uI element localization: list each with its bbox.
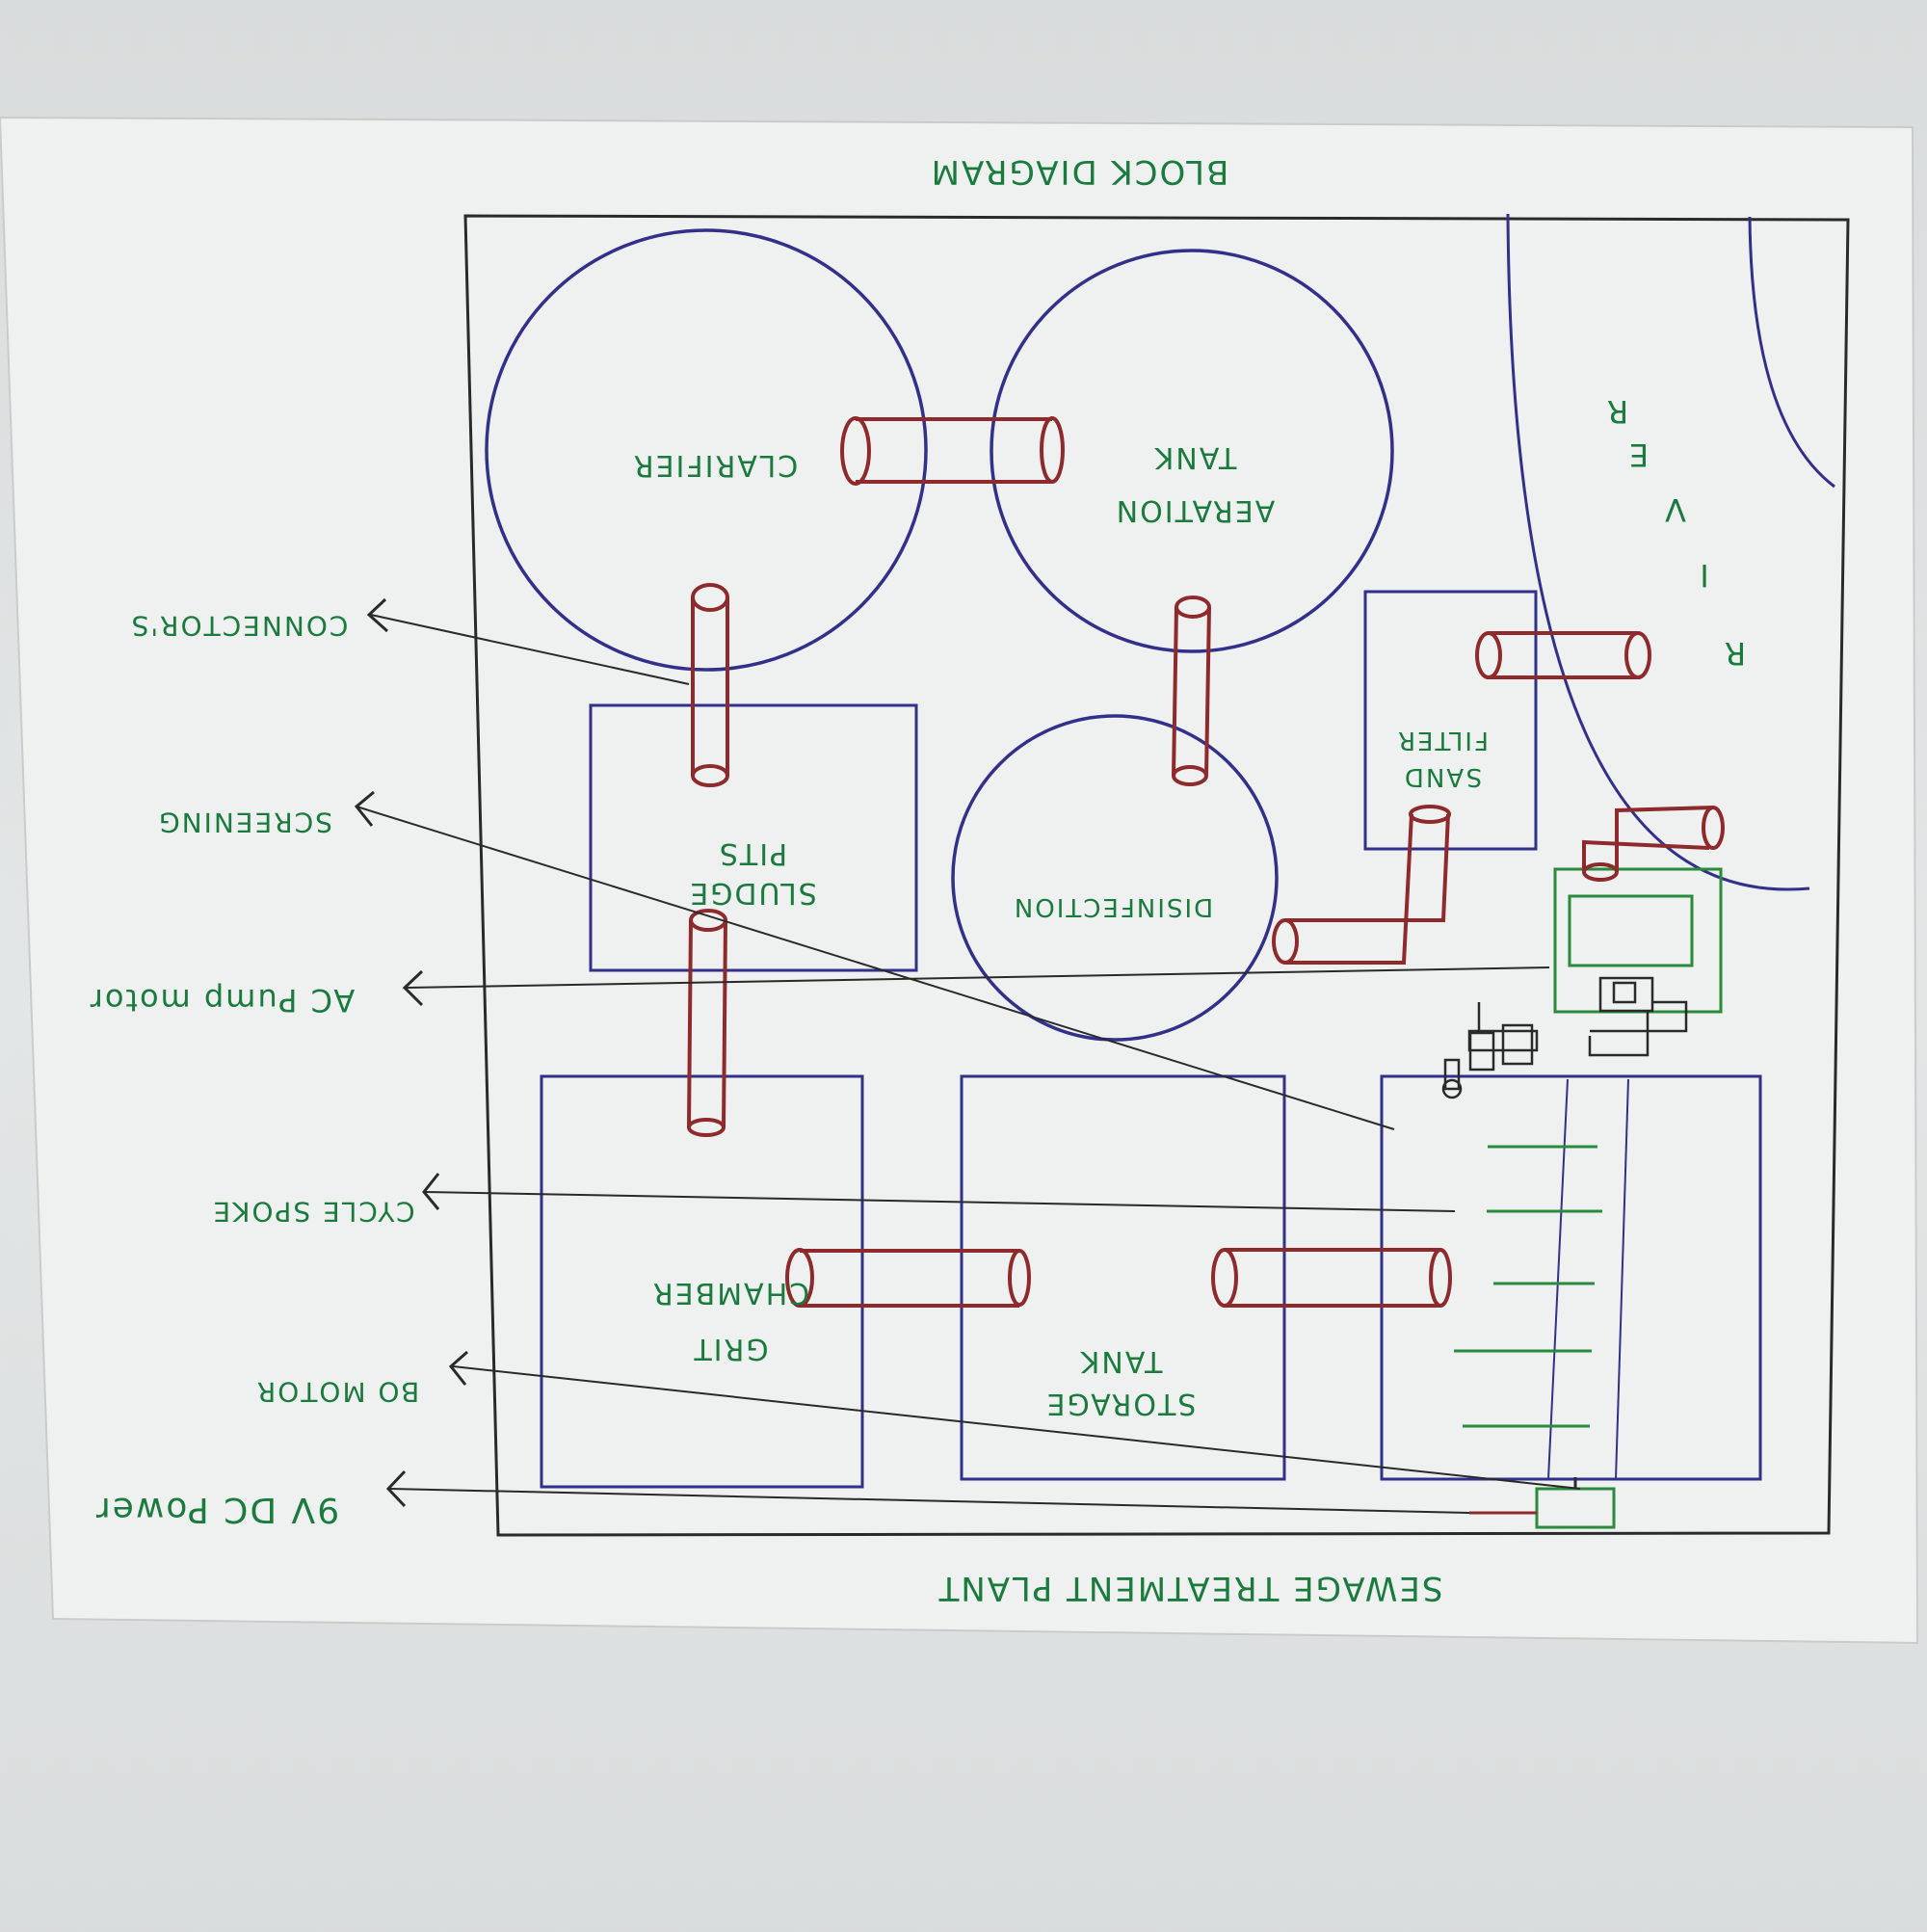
- screen-bars: [1454, 1145, 1602, 1428]
- pipe-grit-storage: [785, 1248, 1031, 1308]
- river-letter-2: I: [1698, 557, 1708, 594]
- river-label: R I V E R: [1605, 393, 1746, 672]
- river-letter-5: R: [1605, 393, 1628, 430]
- pipes: [687, 416, 1725, 1515]
- grit-label: GRIT: [692, 1332, 768, 1365]
- sludge-label: SLUDGE: [688, 876, 817, 910]
- pits-label: PITS: [718, 836, 787, 870]
- pump-wiring: [1441, 976, 1688, 1099]
- aeration-label: AERATION: [1115, 493, 1276, 527]
- pipe-elbow-disinfection-sand: [1272, 805, 1451, 965]
- aeration-tank-label: TANK: [1153, 440, 1238, 474]
- river-letter-4: E: [1627, 437, 1649, 473]
- grit-chamber-block: [540, 1074, 864, 1489]
- connectors-callout: CONNECTOR'S: [130, 610, 349, 642]
- storage-label: STORAGE: [1045, 1387, 1197, 1420]
- storage-tank-block: [960, 1074, 1286, 1481]
- pipe-aeration-disinfection: [1172, 595, 1211, 786]
- pipe-sludge-grit: [687, 909, 727, 1137]
- dc-power-callout: 9V DC Power: [94, 1490, 339, 1529]
- chamber-label: CHAMBER: [651, 1276, 809, 1310]
- ac-pump-callout: AC Pump motor: [89, 982, 356, 1019]
- pipe-elbow-pump: [1582, 806, 1725, 882]
- diagram-footer: SEWAGE TREATMENT PLANT: [937, 1569, 1443, 1607]
- paper-sheet: [0, 116, 1919, 1645]
- pipe-clarifier-aeration: [840, 416, 1065, 486]
- river-letter-1: R: [1723, 635, 1746, 672]
- filter-label: FILTER: [1396, 726, 1489, 754]
- callout-leaders: [354, 597, 1581, 1514]
- drawing-rotated: CLARIFIER AERATION TANK SLUDGE PITS DISI…: [89, 152, 1850, 1607]
- clarifier-label: CLARIFIER: [632, 448, 798, 482]
- screening-chamber-block: [1380, 1074, 1762, 1481]
- storage-tank-label: TANK: [1079, 1344, 1164, 1378]
- plant-boundary: [463, 214, 1850, 1537]
- diagram-title: BLOCK DIAGRAM: [930, 152, 1229, 191]
- river-letter-3: V: [1663, 491, 1686, 528]
- screen-rail-right: [1615, 1078, 1629, 1480]
- sand-label: SAND: [1403, 762, 1482, 791]
- river-bank-outer: [1506, 213, 1810, 891]
- sludge-pits-block: [589, 703, 918, 972]
- river-bank-inner: [1748, 216, 1835, 489]
- clarifier-tank: [485, 228, 928, 672]
- sand-filter-block: [1363, 590, 1538, 851]
- disinfection-label: DISINFECTION: [1013, 892, 1213, 921]
- aeration-tank: [990, 249, 1394, 653]
- screening-callout: SCREENING: [157, 807, 332, 838]
- pipe-storage-screening: [1211, 1248, 1452, 1308]
- cycle-spoke-callout: CYCLE SPOKE: [211, 1196, 414, 1228]
- ac-pump-panel: [1568, 894, 1694, 967]
- pipe-clarifier-sludge: [691, 583, 729, 787]
- pipe-sandfilter-river: [1475, 631, 1651, 679]
- bo-motor-callout: BO MOTOR: [255, 1376, 419, 1408]
- disinfection-tank: [951, 714, 1279, 1042]
